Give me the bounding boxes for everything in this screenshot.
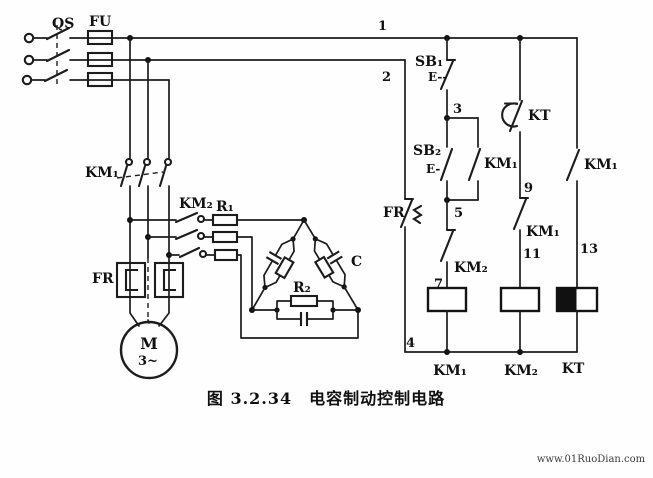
kt-coil-branch: KM₁ 13 KT <box>555 37 618 377</box>
sb2-actuator: E- <box>426 162 440 176</box>
power-circuit: QS FU KM₁ <box>21 14 578 380</box>
km2-coil-label: KM₂ <box>504 363 538 379</box>
km2-main-label: KM₂ <box>179 196 213 212</box>
wire-number-2: 2 <box>382 70 391 85</box>
motor-m-label: M <box>140 334 158 353</box>
wire-number-13: 13 <box>580 242 598 257</box>
wire-number-1: 1 <box>378 19 387 34</box>
sb1-label: SB₁ <box>415 54 443 70</box>
km2-coil-branch: KT 9 KM₁ 11 KM₂ <box>499 35 560 379</box>
kt-coil-label: KT <box>562 361 585 377</box>
km1-coil-symbol <box>426 286 468 313</box>
km1-holding-label: KM₁ <box>484 156 518 172</box>
km2-nc-label: KM₂ <box>454 260 488 276</box>
km1-holding-contact-symbol: KM₁ <box>446 117 518 201</box>
km1-right-label: KM₁ <box>584 157 618 173</box>
c-label: C <box>351 254 362 270</box>
sb1-actuator: E-- <box>428 70 447 84</box>
sb2-label: SB₂ <box>413 143 441 159</box>
wire-number-7: 7 <box>434 277 443 292</box>
fr-main-label: FR <box>92 271 114 287</box>
delta-bottom-side <box>249 294 361 326</box>
brake-delta-network: R₂ C <box>249 217 362 326</box>
km1-nc-label: KM₁ <box>526 224 560 240</box>
km1-no-contact-symbol: KM₁ <box>565 148 618 182</box>
km1-nc-interlock-symbol: KM₁ <box>512 196 560 240</box>
motor-symbol: M 3~ <box>119 296 179 380</box>
wire-number-11: 11 <box>523 247 541 262</box>
wire-number-5: 5 <box>454 206 463 221</box>
r1-label: R₁ <box>216 199 234 215</box>
qs-label: QS <box>52 16 74 32</box>
km1-coil-label: KM₁ <box>433 363 467 379</box>
km2-nc-interlock-symbol: KM₂ <box>439 228 488 276</box>
kt-contact-label: KT <box>528 108 551 124</box>
fuse-symbols: FU <box>86 14 114 88</box>
sb2-start-button-symbol: E- SB₂ <box>413 143 454 182</box>
delta-left-side <box>251 219 305 311</box>
motor-phase-label: 3~ <box>138 354 158 369</box>
wire-number-9: 9 <box>524 181 533 196</box>
sb1-stop-button-symbol: E-- SB₁ <box>415 54 457 91</box>
wire-number-3: 3 <box>453 102 462 117</box>
supply-terminal-icon <box>21 32 35 86</box>
km1-main-label: KM₁ <box>85 165 119 181</box>
fr-control-label: FR <box>383 205 405 221</box>
delta-right-side <box>303 219 359 311</box>
r2-label: R₂ <box>293 280 311 296</box>
control-circuit: 1 2 FR 4 E-- SB₁ 3 <box>378 19 618 379</box>
km2-coil-symbol <box>499 286 541 313</box>
watermark: www.01RuoDian.com <box>537 454 646 465</box>
km1-main-contacts-symbol: KM₁ <box>85 157 173 188</box>
figure-caption: 图 3.2.34 电容制动控制电路 <box>207 389 445 408</box>
km1-coil-branch: E-- SB₁ 3 E- SB₂ KM₁ 5 <box>413 35 518 379</box>
wire-number-4: 4 <box>406 336 415 351</box>
fr-heater-symbols: FR <box>92 261 185 299</box>
fr-nc-contact-symbol: FR <box>383 59 423 353</box>
kt-coil-symbol <box>555 286 599 313</box>
qs-switch-symbol: QS <box>30 16 74 88</box>
fu-label: FU <box>89 14 111 30</box>
kt-delay-contact-symbol: KT <box>501 99 551 133</box>
km2-contacts-r1-bank: KM₂ R₁ <box>129 196 359 339</box>
